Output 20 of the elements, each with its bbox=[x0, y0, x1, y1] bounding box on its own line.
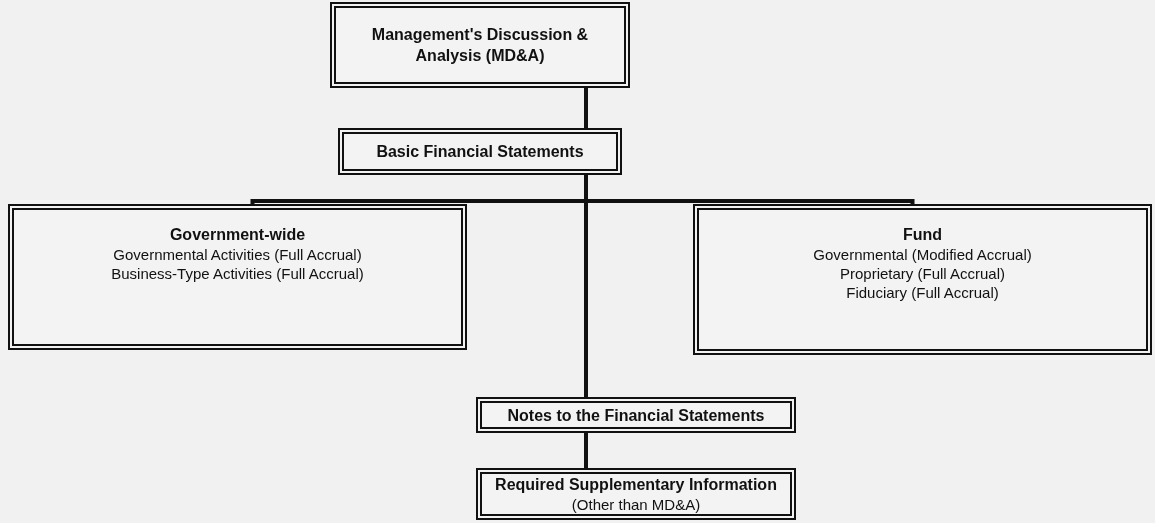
box-text: Fiduciary (Full Accrual) bbox=[846, 283, 999, 302]
box-heading: Basic Financial Statements bbox=[375, 142, 585, 162]
connector-line bbox=[584, 433, 588, 468]
statement-box bbox=[693, 204, 1152, 355]
box-text: Proprietary (Full Accrual) bbox=[839, 264, 1005, 283]
statement-box bbox=[476, 468, 796, 520]
box-text: Business-Type Activities (Full Accrual) bbox=[111, 264, 364, 283]
box-heading: Fund bbox=[901, 225, 944, 245]
statement-box bbox=[338, 128, 622, 175]
statement-box bbox=[476, 397, 796, 433]
connector-line bbox=[584, 88, 588, 128]
box-heading: Required Supplementary Information bbox=[494, 475, 778, 495]
statement-box bbox=[330, 2, 630, 88]
box-text: Governmental Activities (Full Accrual) bbox=[113, 245, 362, 264]
box-text: Governmental (Modified Accrual) bbox=[813, 245, 1032, 264]
box-heading: Notes to the Financial Statements bbox=[506, 405, 766, 426]
box-heading: Management's Discussion & Analysis (MD&A) bbox=[370, 25, 590, 66]
box-heading: Government-wide bbox=[168, 225, 307, 245]
statement-box bbox=[8, 204, 467, 350]
box-text: (Other than MD&A) bbox=[571, 495, 701, 514]
